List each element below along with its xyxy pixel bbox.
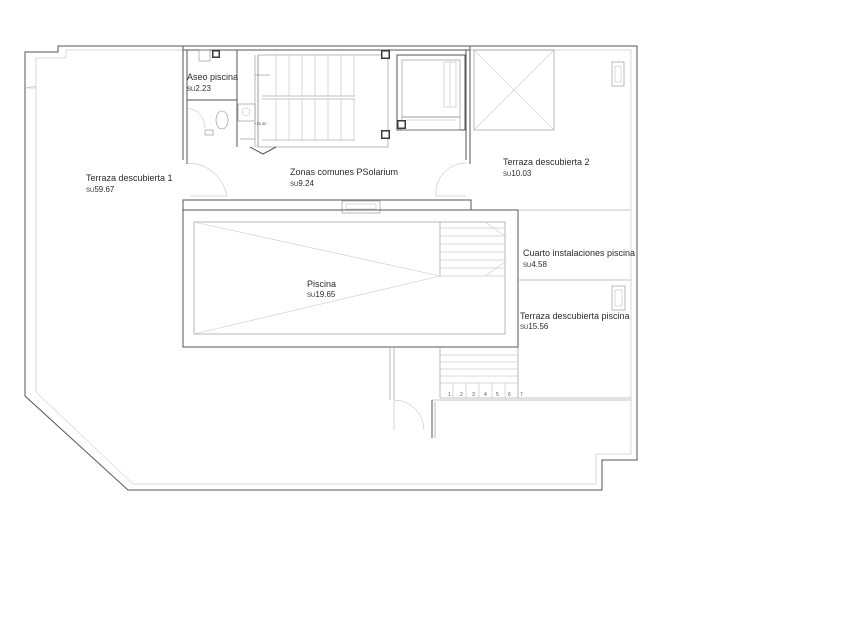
room-name: Terraza descubierta 1: [86, 173, 173, 183]
room-name: Cuarto instalaciones piscina: [523, 248, 635, 258]
room-name: Piscina: [307, 279, 336, 289]
room-name: Aseo piscina: [187, 72, 238, 82]
room-label-terraza-2: Terraza descubierta 2 SU10.03: [503, 157, 590, 178]
room-area: SU15.56: [520, 322, 549, 331]
room-name: Zonas comunes PSolarium: [290, 167, 398, 177]
room-area: SU10.03: [503, 169, 532, 178]
step-number-7: 7: [520, 392, 523, 398]
room-area: SU59.67: [86, 185, 115, 194]
outer-boundary: [24, 45, 638, 491]
step-number-5: 5: [496, 392, 499, 398]
lower-stair: 1 2 3 4 5 6 7: [389, 347, 631, 438]
terrace2-void: [473, 49, 625, 131]
room-area: SU2.23: [187, 84, 211, 93]
room-area: SU4.58: [523, 260, 547, 269]
room-label-zonas-comunes: Zonas comunes PSolarium SU9.24: [290, 167, 398, 188]
step-number-3: 3: [472, 392, 475, 398]
room-area: SU19.65: [307, 290, 336, 299]
room-label-cuarto-instalaciones: Cuarto instalaciones piscina SU4.58: [523, 248, 635, 269]
step-number-2: 2: [460, 392, 463, 398]
terrace-doors: [186, 160, 471, 197]
room-name: Terraza descubierta 2: [503, 157, 590, 167]
core-block: +15.30: [182, 45, 471, 160]
room-label-terraza-1: Terraza descubierta 1 SU59.67: [86, 173, 173, 194]
room-label-piscina: Piscina SU19.65: [307, 279, 336, 299]
step-number-4: 4: [484, 392, 487, 398]
pool: [182, 209, 631, 348]
room-area: SU9.24: [290, 179, 314, 188]
room-name: Terraza descubierta piscina: [520, 311, 630, 321]
step-number-6: 6: [508, 392, 511, 398]
level-mark: +15.30: [254, 121, 267, 126]
room-label-terraza-piscina: Terraza descubierta piscina SU15.56: [520, 311, 630, 331]
room-label-aseo: Aseo piscina SU2.23: [187, 72, 238, 93]
pool-separation-wall: [182, 199, 472, 214]
step-number-1: 1: [448, 392, 451, 398]
